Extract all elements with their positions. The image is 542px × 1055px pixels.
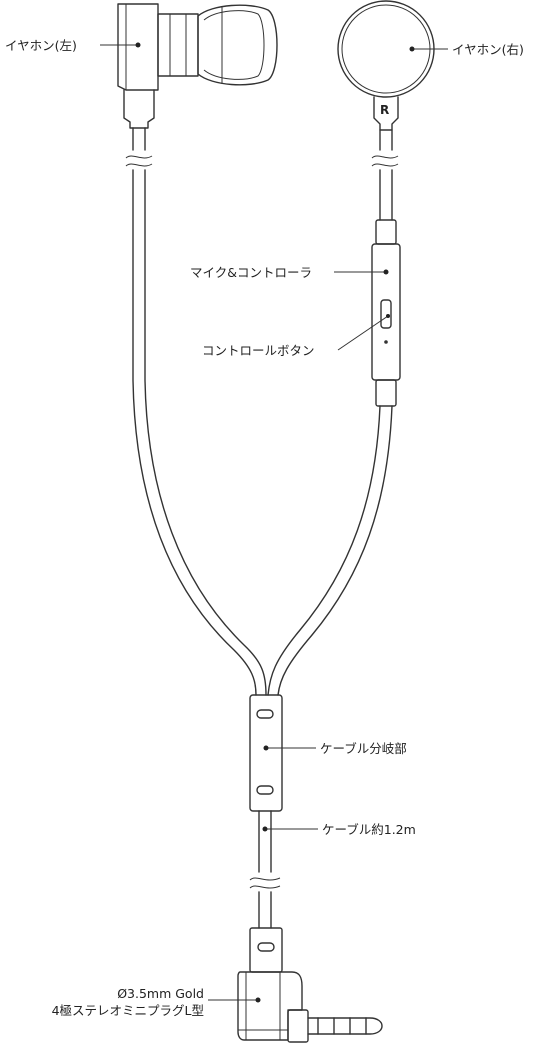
label-plug-line2: 4極ステレオミニプラグL型 bbox=[52, 1003, 204, 1018]
left-earphone bbox=[117, 3, 278, 167]
label-plug-line1: Ø3.5mm Gold bbox=[117, 986, 204, 1001]
cable-splitter bbox=[249, 694, 283, 929]
l-plug bbox=[237, 927, 383, 1043]
label-control-button: コントロールボタン bbox=[202, 343, 315, 358]
label-cable-length: ケーブル約1.2m bbox=[322, 822, 416, 837]
cable bbox=[132, 169, 393, 696]
label-mic-controller: マイク&コントローラ bbox=[190, 265, 312, 280]
label-cable-splitter: ケーブル分岐部 bbox=[320, 741, 407, 756]
right-side-mark: R bbox=[380, 103, 389, 117]
label-left-earphone: イヤホン(左) bbox=[5, 38, 77, 53]
mic-controller bbox=[371, 219, 401, 407]
right-earphone: R bbox=[337, 0, 435, 221]
callouts bbox=[100, 42, 448, 1003]
label-right-earphone: イヤホン(右) bbox=[452, 42, 524, 57]
